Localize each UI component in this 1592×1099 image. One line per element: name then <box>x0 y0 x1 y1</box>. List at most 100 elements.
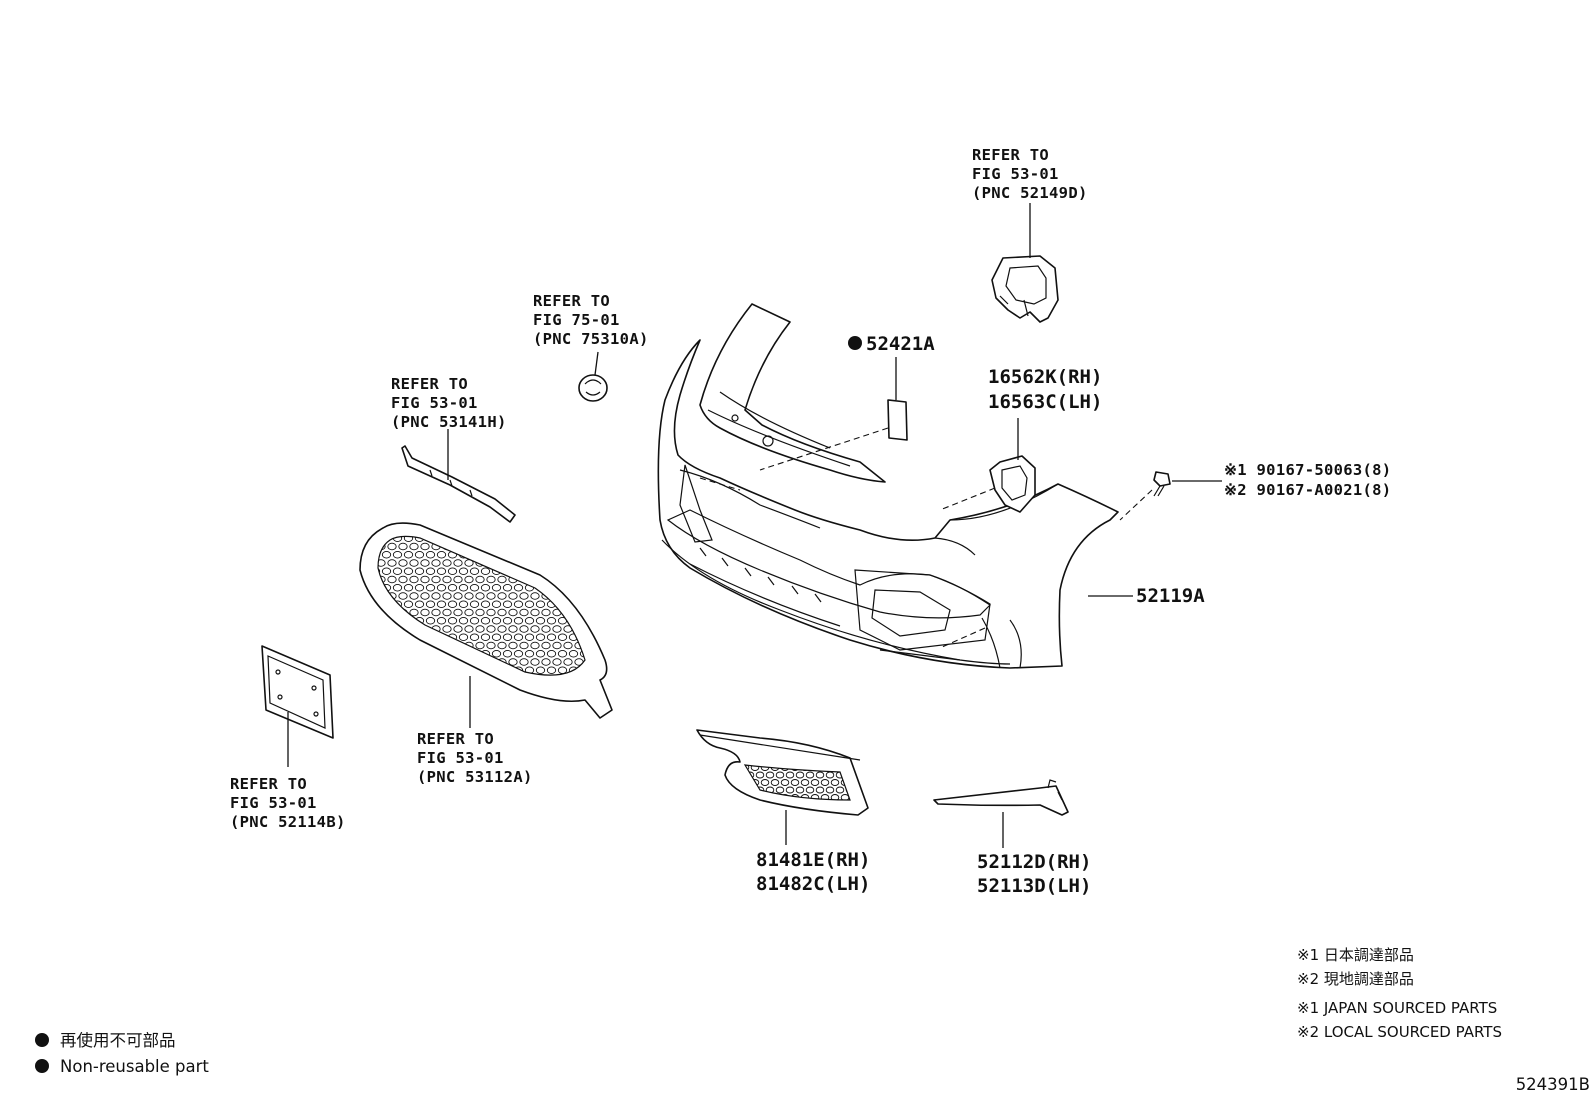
mesh-cell <box>464 559 474 567</box>
mesh-cell <box>520 527 528 534</box>
ref-53112a: REFER TO FIG 53-01 (PNC 53112A) <box>417 730 533 786</box>
mesh-cell <box>425 584 436 592</box>
mesh-cell <box>508 542 518 551</box>
mesh-cell <box>542 527 550 534</box>
mesh-cell <box>508 641 518 650</box>
mesh-cell <box>393 683 401 690</box>
mesh-cell <box>454 527 462 534</box>
mesh-cell <box>378 666 381 675</box>
mesh-cell <box>491 633 502 642</box>
mesh-cell <box>409 592 419 600</box>
mesh-cell <box>502 584 513 592</box>
mesh-cell <box>464 575 474 584</box>
mesh-cell <box>403 567 414 576</box>
mesh-cell <box>513 617 524 625</box>
mesh-cell <box>519 658 529 666</box>
mesh-cell <box>486 641 496 650</box>
mesh-cell <box>469 600 480 609</box>
mesh-cell <box>795 786 805 794</box>
mesh-cell <box>557 551 568 559</box>
mesh-cell <box>502 536 513 543</box>
mesh-cell <box>750 765 760 771</box>
mesh-cell <box>563 575 573 584</box>
mesh-cell <box>442 608 452 617</box>
mesh-cell <box>378 650 381 658</box>
mesh-cell <box>497 625 507 633</box>
mesh-cell <box>475 625 485 633</box>
screw-90167 <box>1153 471 1171 497</box>
non-reusable-bullet-en <box>35 1059 49 1073</box>
mesh-cell <box>497 592 507 600</box>
mesh-cell <box>830 794 840 800</box>
mesh-cell <box>458 567 469 576</box>
mesh-cell <box>568 650 579 658</box>
mesh-cell <box>586 560 594 567</box>
mesh-cell <box>378 633 381 642</box>
labels-52112d-52113d: 52112D(RH) 52113D(LH) <box>977 851 1103 897</box>
mesh-cell <box>563 559 573 567</box>
mesh-cell <box>575 527 583 534</box>
mesh-cell <box>785 771 795 779</box>
mesh-cell <box>785 786 795 794</box>
mesh-cell <box>756 802 764 808</box>
mesh-cell <box>530 625 540 633</box>
mesh-cell <box>546 536 557 543</box>
mesh-cell <box>563 542 573 551</box>
mesh-cell <box>795 771 805 779</box>
mesh-cell <box>436 666 447 675</box>
mesh-cell <box>736 802 744 808</box>
mesh-cell <box>535 536 546 543</box>
mesh-cell <box>392 633 403 642</box>
mesh-cell <box>487 527 495 534</box>
labels-90167: ※1 90167-50063(8) ※2 90167-A0021(8) <box>1224 461 1401 499</box>
mesh-cell <box>475 592 485 600</box>
mesh-cell <box>404 683 412 690</box>
mesh-cell <box>447 584 458 592</box>
mesh-cell <box>530 592 540 600</box>
ref-52149d: REFER TO FIG 53-01 (PNC 52149D) <box>972 146 1088 202</box>
mesh-cell <box>800 779 810 786</box>
mesh-cell <box>845 786 850 794</box>
mesh-cell <box>492 683 500 690</box>
ref-75310a: REFER TO FIG 75-01 (PNC 75310A) <box>533 292 649 348</box>
mesh-cell <box>436 551 447 559</box>
mesh-cell <box>825 771 835 779</box>
mesh-cell <box>546 617 557 625</box>
mesh-cell <box>442 674 452 676</box>
mesh-cell <box>409 559 419 567</box>
mesh-cell <box>453 608 463 617</box>
mesh-cell <box>387 625 397 633</box>
label-part-52421a <box>887 399 908 441</box>
mesh-cell <box>425 650 436 658</box>
mesh-cell <box>464 674 474 676</box>
mesh-cell <box>535 650 546 658</box>
mesh-cell <box>464 608 474 617</box>
labels-81481e-81482c: 81481E(RH) 81482C(LH) <box>756 849 882 895</box>
mesh-cell <box>497 641 507 650</box>
mesh-cell <box>591 551 599 558</box>
mesh-cell <box>392 567 403 576</box>
mesh-cell <box>420 575 430 584</box>
mesh-cell <box>425 666 436 675</box>
mesh-cell <box>552 575 562 584</box>
mesh-cell <box>458 536 469 543</box>
mesh-cell <box>531 527 539 534</box>
mesh-cell <box>366 659 374 666</box>
mesh-cell <box>524 617 535 625</box>
mesh-cell <box>524 650 535 658</box>
mesh-cell <box>541 608 551 617</box>
mesh-cell <box>475 641 485 650</box>
mesh-cell <box>458 584 469 592</box>
mesh-cell <box>381 650 392 658</box>
mesh-cell <box>409 641 419 650</box>
mesh-cell <box>481 683 489 690</box>
mesh-cell <box>491 650 502 658</box>
mesh-cell <box>378 674 386 676</box>
mesh-cell <box>497 608 507 617</box>
mesh-cell <box>513 584 524 592</box>
mesh-cell <box>530 559 540 567</box>
mesh-cell <box>414 551 425 559</box>
mesh-cell <box>497 575 507 584</box>
mesh-cell <box>414 567 425 576</box>
mesh-cell <box>508 608 518 617</box>
